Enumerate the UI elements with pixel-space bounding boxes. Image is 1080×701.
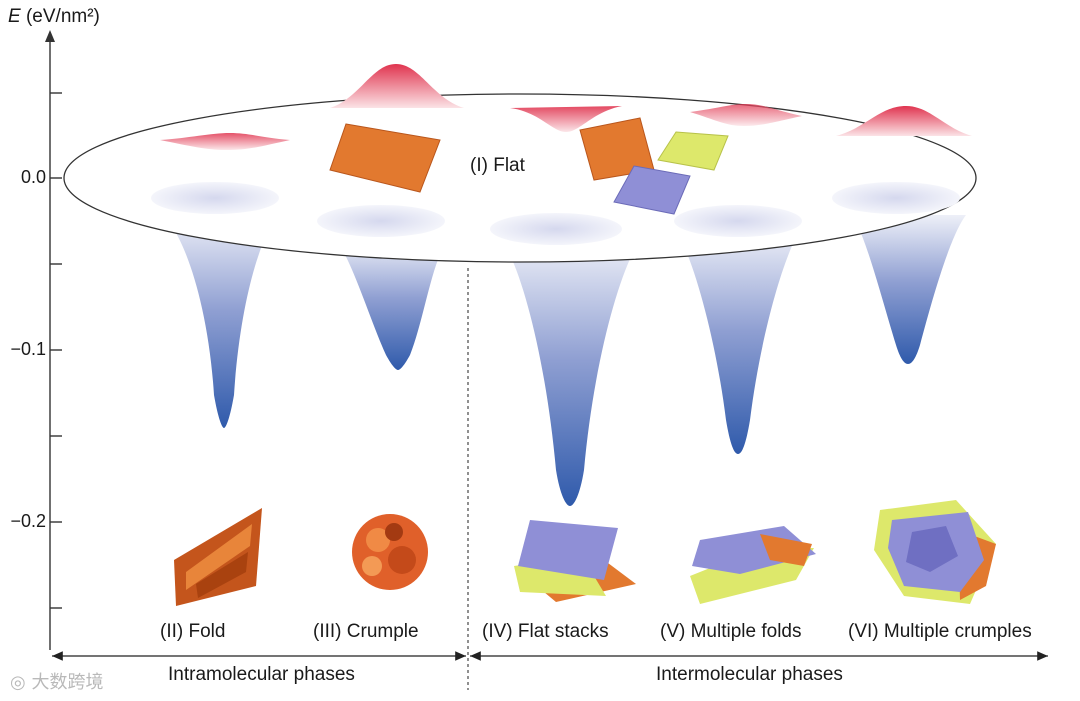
multiple-crumples-thumbnail bbox=[874, 500, 996, 604]
energy-axis bbox=[45, 30, 62, 650]
phase-label-multiple-folds: (V) Multiple folds bbox=[660, 621, 802, 643]
barrier-2 bbox=[330, 64, 464, 108]
phase-label-multiple-crumples: (VI) Multiple crumples bbox=[848, 621, 1032, 643]
conformation-thumbnails bbox=[174, 500, 996, 606]
tick-label-2: −0.2 bbox=[0, 511, 46, 532]
axis-label-units: (eV/nm²) bbox=[26, 6, 100, 27]
multiple-folds-thumbnail bbox=[690, 526, 816, 604]
flat-stacks-thumbnail bbox=[514, 520, 636, 602]
crumple-thumbnail bbox=[352, 514, 428, 590]
watermark: ◎ 大数跨境 bbox=[10, 668, 103, 694]
watermark-logo-icon: ◎ bbox=[10, 672, 26, 693]
phase-label-fold: (II) Fold bbox=[160, 621, 225, 643]
well-flat-stacks bbox=[502, 240, 640, 506]
axis-label-symbol: E bbox=[8, 6, 21, 27]
phase-label-crumple: (III) Crumple bbox=[313, 621, 419, 643]
tick-label-1: −0.1 bbox=[0, 339, 46, 360]
intermolecular-label: Intermolecular phases bbox=[656, 664, 843, 686]
axis-label: E (eV/nm²) bbox=[8, 6, 100, 28]
well-multiple-folds bbox=[676, 230, 800, 454]
intramolecular-label: Intramolecular phases bbox=[168, 664, 355, 686]
watermark-text: 大数跨境 bbox=[31, 672, 103, 693]
fold-thumbnail bbox=[174, 508, 262, 606]
phase-label-flat-stacks: (IV) Flat stacks bbox=[482, 621, 609, 643]
well-multiple-crumples bbox=[852, 215, 966, 364]
tick-label-0: 0.0 bbox=[0, 167, 46, 188]
flat-phase-label: (I) Flat bbox=[470, 155, 525, 177]
